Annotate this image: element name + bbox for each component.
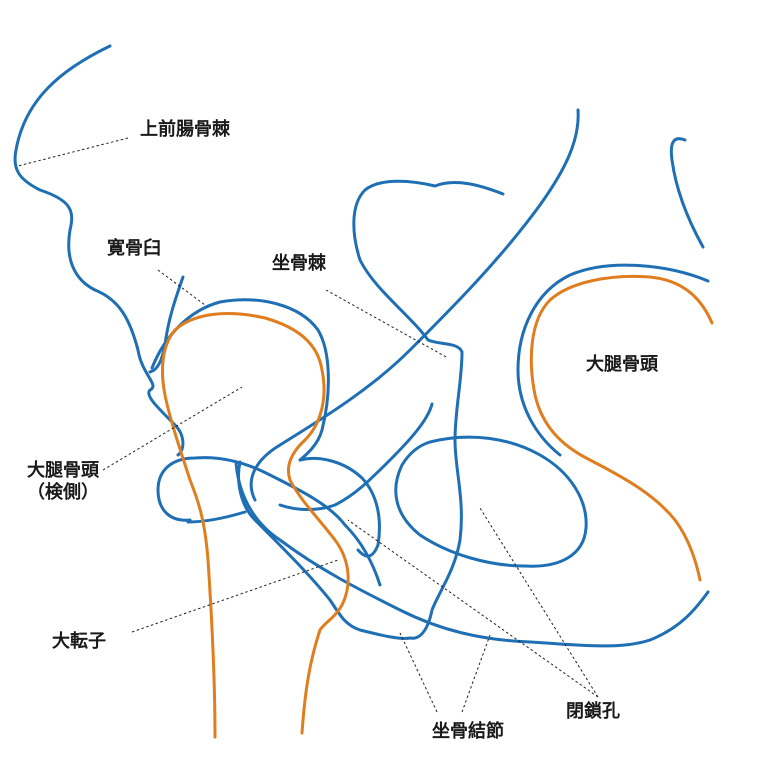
label-greater-trochanter: 大転子 xyxy=(52,631,106,652)
leader-ischial-tuberosity-a xyxy=(399,632,438,713)
femoral-neck-lower xyxy=(186,510,247,524)
contralateral-acetabulum xyxy=(516,263,710,457)
leader-greater-trochanter xyxy=(131,559,339,633)
pelvic-brim xyxy=(249,108,580,502)
label-obturator-foramen: 閉鎖孔 xyxy=(566,701,620,722)
inferior-pubic-ramus xyxy=(234,460,710,648)
intertrochanteric-line xyxy=(298,456,381,558)
leader-ischial-tuberosity-b xyxy=(461,634,491,713)
leader-femoral-head-left xyxy=(102,386,243,471)
label-asis: 上前腸骨棘 xyxy=(140,119,230,140)
label-femoral-head-right: 大腿骨頭 xyxy=(586,354,658,375)
bone-outlines xyxy=(13,44,710,648)
femoral-neck-outline xyxy=(156,456,382,587)
label-femoral-head-left-line2: （検側） xyxy=(27,482,99,503)
greater-trochanter-outline xyxy=(288,478,350,735)
leader-lines xyxy=(17,137,599,713)
contralateral-ilium-edge xyxy=(669,137,705,249)
label-acetabulum: 寛骨臼 xyxy=(107,238,161,259)
femoral-head-tested xyxy=(160,312,326,739)
superior-pubic-ramus xyxy=(278,402,434,511)
ischial-spine-outline xyxy=(352,179,505,640)
acetabular-roof xyxy=(150,298,330,462)
leader-obturator-b xyxy=(479,507,599,698)
label-ischial-tuberosity: 坐骨結節 xyxy=(432,721,504,742)
label-ischial-spine: 坐骨棘 xyxy=(272,253,326,274)
leader-obturator-a xyxy=(347,519,599,698)
iliac-outline xyxy=(13,44,185,457)
femoral-head-contralateral xyxy=(529,274,714,582)
label-femoral-head-left: 大腿骨頭 （検側） xyxy=(18,460,108,504)
ischial-tuberosity-outline xyxy=(237,460,412,640)
obturator-foramen-outline xyxy=(394,435,588,568)
leader-ischial-spine xyxy=(325,289,449,359)
femoral-head-outlines xyxy=(160,274,714,739)
leader-asis xyxy=(17,137,129,167)
label-femoral-head-left-line1: 大腿骨頭 xyxy=(27,460,99,481)
leader-acetabulum xyxy=(157,269,206,306)
